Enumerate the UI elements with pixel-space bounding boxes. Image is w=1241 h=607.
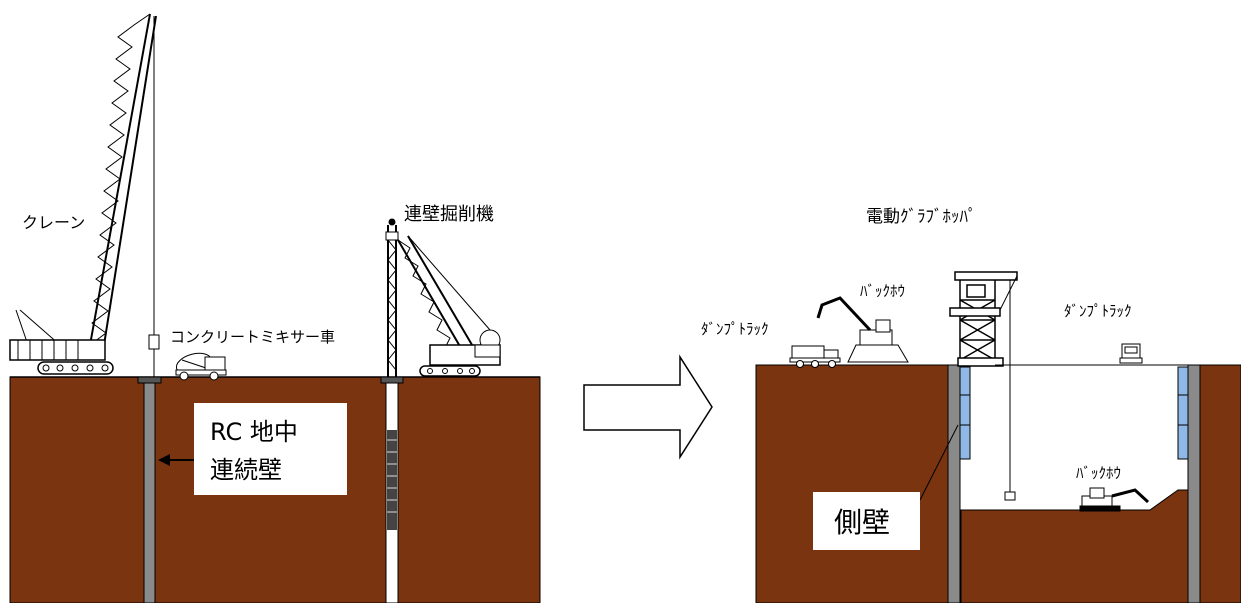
crane-icon: [9, 13, 160, 377]
side-wall-left: [947, 364, 961, 604]
crane-label: クレーン: [22, 213, 85, 232]
process-arrow-icon: [583, 354, 713, 460]
mixer-truck-icon: [175, 352, 227, 381]
rc-wall-label-box: [194, 403, 347, 495]
dump-truck-left-label: ﾀﾞﾝﾌﾟﾄﾗｯｸ: [701, 320, 769, 338]
dump-truck-right-label: ﾀﾞﾝﾌﾟﾄﾗｯｸ: [1064, 302, 1132, 320]
backhoe-pit-icon: [1079, 487, 1150, 512]
right-panel: 側壁 電動ｸﾞﾗﾌﾞﾎｯﾊﾟ ﾊﾞｯｸﾎｳ ﾀﾞﾝﾌﾟﾄﾗｯｸ ﾀﾞﾝﾌﾟﾄﾗｯ…: [701, 207, 1241, 604]
dump-truck-right-icon: [1119, 343, 1143, 364]
wall-excavator-icon: [385, 218, 501, 377]
dump-truck-left-icon: [789, 345, 841, 368]
pit-floor-soil: [960, 489, 1189, 604]
trench-guide: [380, 376, 404, 384]
backhoe-pit-label: ﾊﾞｯｸﾎｳ: [1076, 464, 1121, 482]
left-panel: RC 地中 連続壁 クレーン コンクリートミキサー車 連壁掘削機: [9, 13, 541, 604]
excavator-cutter: [387, 430, 397, 530]
side-wall-label-box: [813, 492, 920, 550]
rc-wall: [143, 376, 156, 604]
lining-panel-left: [959, 366, 971, 460]
wall-excavator-label: 連壁掘削機: [404, 204, 494, 225]
side-wall-leader: [919, 424, 959, 501]
grab-hopper-icon: [949, 271, 1180, 501]
mixer-truck-label: コンクリートミキサー車: [170, 328, 335, 346]
rc-wall-label-line1: RC 地中: [210, 418, 298, 446]
right-soil-left: [755, 364, 949, 604]
lining-panel-right: [1177, 366, 1189, 460]
side-wall-right: [1187, 364, 1201, 604]
rc-wall-label-line2: 連続壁: [210, 456, 282, 484]
rc-wall-guide: [137, 376, 162, 384]
rc-wall-arrow-icon: [158, 454, 194, 466]
right-soil-right: [1199, 364, 1241, 604]
grab-hopper-label: 電動ｸﾞﾗﾌﾞﾎｯﾊﾟ: [866, 207, 977, 227]
backhoe-top-icon: [816, 296, 909, 363]
backhoe-top-label: ﾊﾞｯｸﾎｳ: [860, 282, 905, 300]
side-wall-label: 側壁: [834, 506, 890, 539]
